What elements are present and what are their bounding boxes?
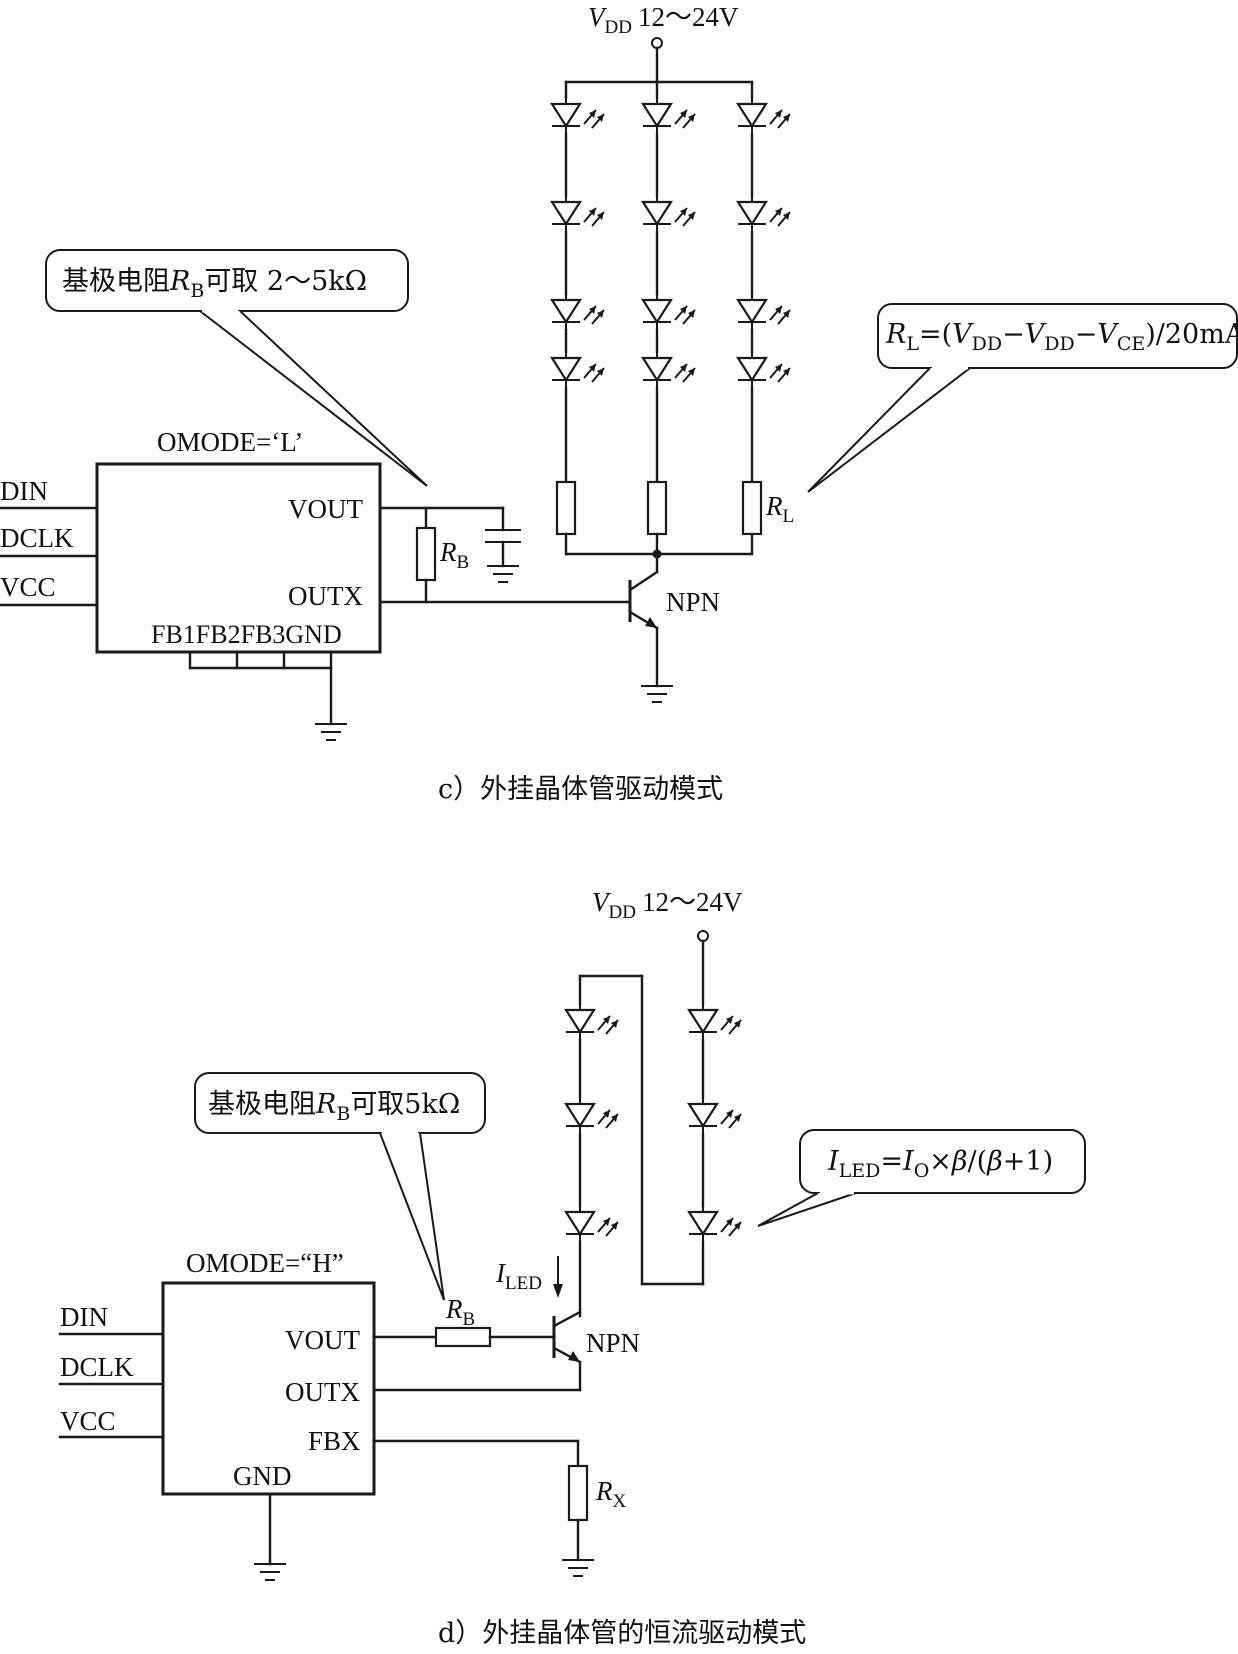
pin-dclk-c: DCLK — [0, 523, 74, 553]
resistor-rl-1 — [555, 480, 577, 536]
ground-icon — [253, 1563, 287, 1581]
rx-label-d: RX — [595, 1476, 627, 1512]
pin-outx-c: OUTX — [288, 581, 363, 611]
mode-label-c: OMODE=‘L’ — [157, 427, 303, 457]
mode-label-d: OMODE=“H” — [186, 1248, 344, 1278]
pin-din-d: DIN — [60, 1302, 108, 1332]
callout-rb-c-text: 基极电阻RB可取 2～5kΩ — [62, 266, 367, 302]
pin-dclk-d: DCLK — [60, 1352, 134, 1382]
resistor-rx-d — [567, 1464, 589, 1522]
pin-din-c: DIN — [0, 476, 48, 506]
caption-d: d）外挂晶体管的恒流驱动模式 — [438, 1618, 806, 1649]
pin-vout-d: VOUT — [285, 1325, 360, 1355]
iled-label-d: ILED — [495, 1258, 542, 1294]
callout-iled-d-text: ILED=IO×β/(β+1) — [827, 1146, 1053, 1182]
resistor-rl-2 — [646, 480, 668, 536]
led-d-1-3 — [564, 1204, 620, 1244]
ic-chip-c — [95, 462, 382, 654]
rb-label-c: RB — [439, 537, 469, 573]
led-c-1-2 — [550, 194, 606, 234]
led-c-1-4 — [550, 350, 606, 390]
rl-label-c: RL — [765, 491, 794, 527]
capacitor-c — [485, 529, 521, 543]
pins-bottom-c: FB1FB2FB3GND — [151, 620, 342, 649]
led-array-c — [550, 80, 792, 484]
resistor-rb-c — [415, 526, 437, 582]
pin-vcc-c: VCC — [0, 572, 56, 602]
ground-icon — [314, 723, 348, 741]
led-d-2-1 — [687, 1002, 743, 1042]
pin-vcc-d: VCC — [60, 1406, 116, 1436]
led-c-3-2 — [736, 194, 792, 234]
npn-label-c: NPN — [666, 587, 720, 617]
callout-rb-d-text: 基极电阻RB可取5kΩ — [208, 1089, 460, 1125]
ic-chip-d — [161, 1281, 376, 1496]
callout-rb-c: 基极电阻RB可取 2～5kΩ — [45, 249, 428, 487]
led-c-2-2 — [641, 194, 697, 234]
supply-terminal-d — [697, 930, 709, 942]
resistor-rl-3 — [741, 480, 763, 536]
led-d-1-1 — [564, 1002, 620, 1042]
caption-c: c）外挂晶体管驱动模式 — [438, 774, 723, 805]
rb-label-d: RB — [445, 1294, 475, 1330]
led-c-3-1 — [736, 96, 792, 136]
supply-terminal-c — [651, 37, 663, 49]
led-c-3-3 — [736, 292, 792, 332]
led-d-2-3 — [687, 1204, 743, 1244]
led-d-2-2 — [687, 1096, 743, 1136]
pin-outx-d: OUTX — [285, 1377, 360, 1407]
callout-rl-c-text: RL=(VDD−VDD−VCE)/20mA — [885, 319, 1238, 355]
callout-rl-c: RL=(VDD−VDD−VCE)/20mA — [807, 303, 1238, 493]
resistor-rb-d — [434, 1326, 492, 1348]
pin-fbx-d: FBX — [308, 1426, 361, 1456]
callout-iled-d: ILED=IO×β/(β+1) — [757, 1129, 1086, 1227]
npn-transistor-d — [552, 1310, 582, 1392]
led-c-2-3 — [641, 292, 697, 332]
pin-vout-c: VOUT — [288, 494, 363, 524]
led-c-2-1 — [641, 96, 697, 136]
led-c-1-3 — [550, 292, 606, 332]
pin-gnd-d: GND — [233, 1461, 292, 1491]
led-d-1-2 — [564, 1096, 620, 1136]
ground-icon — [640, 685, 674, 703]
callout-rb-d: 基极电阻RB可取5kΩ — [194, 1072, 486, 1301]
npn-label-d: NPN — [586, 1328, 640, 1358]
ground-icon — [486, 565, 520, 583]
current-arrow — [553, 1284, 563, 1298]
led-c-2-4 — [641, 350, 697, 390]
ground-icon — [561, 1559, 595, 1577]
led-c-3-4 — [736, 350, 792, 390]
led-c-1-1 — [550, 96, 606, 136]
